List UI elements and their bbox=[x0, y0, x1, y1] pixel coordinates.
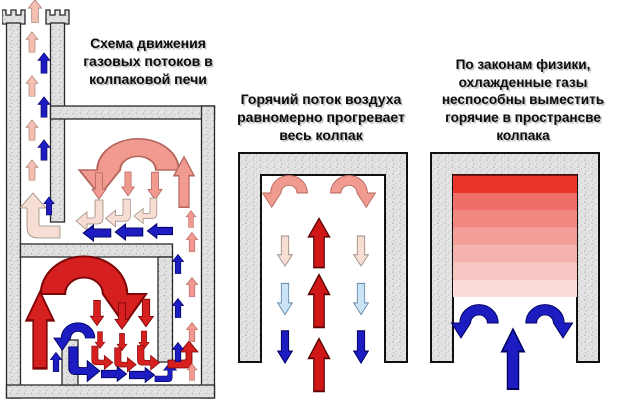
double-bell-stove-diagram bbox=[2, 0, 216, 399]
hot-spread-arrows bbox=[261, 174, 377, 208]
hot-gas-layer bbox=[453, 174, 577, 297]
riser-channel-arrows bbox=[171, 210, 199, 381]
outer-right-wall bbox=[200, 105, 216, 399]
chimney-cap-right bbox=[45, 9, 70, 25]
outer-left-wall bbox=[5, 22, 22, 399]
single-bell-even-heating-diagram bbox=[238, 152, 408, 393]
right-panel-caption: По законам физики, охлажденные газы несп… bbox=[441, 57, 605, 143]
left-panel-title: Схема движения газовых потоков в колпако… bbox=[83, 35, 213, 88]
cold-gas-arrows bbox=[450, 304, 574, 391]
chimney-cap-left bbox=[2, 9, 26, 25]
cold-rise-arrow bbox=[500, 327, 526, 391]
hot-layer-top-line bbox=[453, 174, 577, 176]
bell-divider-wall bbox=[19, 243, 174, 258]
hot-rise-arrows bbox=[307, 217, 331, 393]
upper-bell-arrows bbox=[19, 137, 196, 242]
lower-bell-hot-rise-arrow bbox=[24, 290, 56, 370]
riser-inner-wall bbox=[157, 256, 174, 363]
to-chimney-elbow-arrow bbox=[19, 192, 61, 239]
chimney-inner-wall bbox=[49, 22, 66, 223]
bottom-wall bbox=[5, 384, 216, 399]
middle-panel-caption: Горячий поток воздуха равномерно прогрев… bbox=[237, 91, 405, 144]
top-wall bbox=[49, 105, 216, 120]
stove-walls bbox=[2, 9, 216, 399]
bell-walls bbox=[238, 152, 408, 363]
chimney-flow-arrows bbox=[25, 0, 51, 181]
single-bell-trapped-heat-diagram bbox=[430, 152, 600, 391]
